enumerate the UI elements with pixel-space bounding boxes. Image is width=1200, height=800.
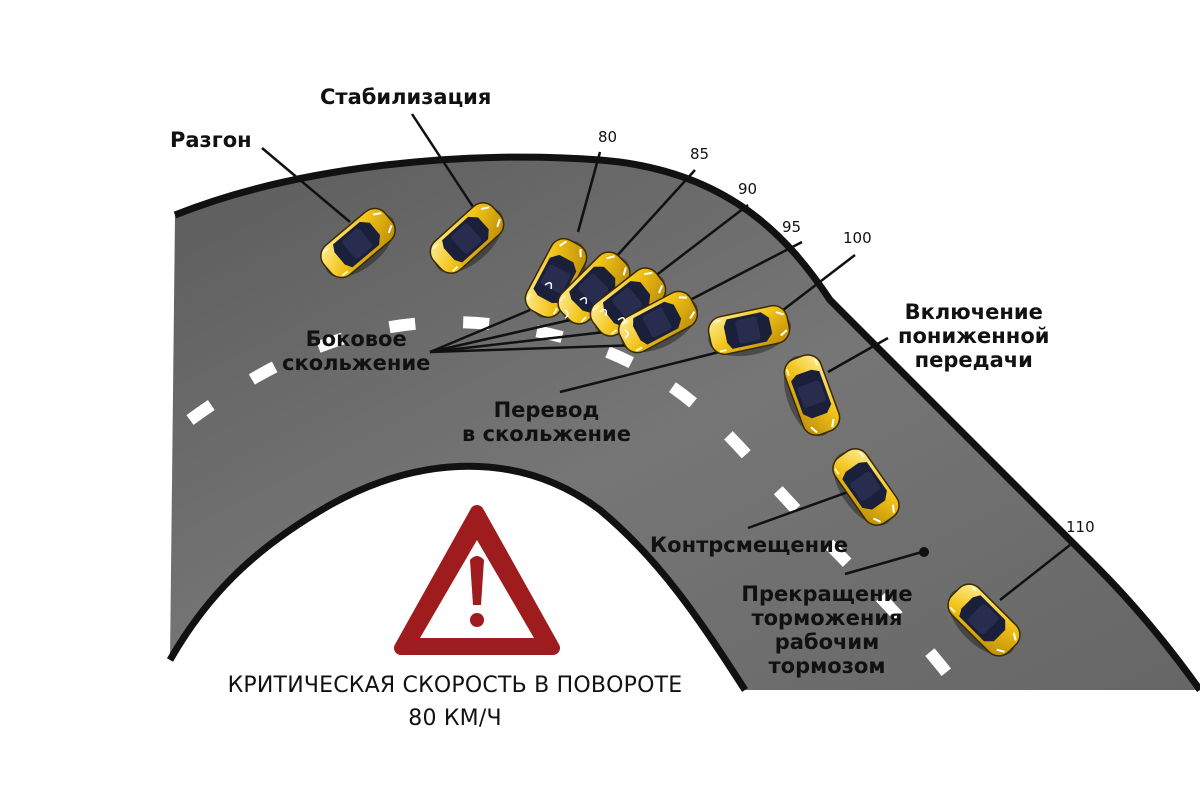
speed-110: 110: [1066, 518, 1095, 536]
speed-85: 85: [690, 145, 710, 163]
speed-80: 80: [598, 128, 618, 146]
warning-triangle-icon: [394, 505, 560, 655]
speed-100: 100: [843, 229, 872, 247]
skid-marks: [544, 282, 629, 339]
caption-speed-value: 80 КМ/Ч: [408, 706, 502, 731]
caption-critical-speed: КРИТИЧЕСКАЯ СКОРОСТЬ В ПОВОРОТЕ: [227, 673, 683, 698]
label-perevod-v-skolzhenie: Перевод в скольжение: [462, 398, 631, 446]
road-inner-edge: [166, 462, 748, 692]
speed-95: 95: [782, 218, 802, 236]
label-bokovoe-skolzhenie: Боковое скольжение: [282, 327, 431, 375]
label-stabilizatsiya: Стабилизация: [320, 85, 492, 109]
label-kontrsmeshchenie: Контрсмещение: [650, 533, 849, 557]
lane-marking: [186, 316, 965, 694]
label-vklyuchenie-ponizhennoy-peredachi: Включение пониженной передачи: [898, 300, 1050, 372]
brake-release-point-dot: [919, 547, 929, 557]
road-outer-edge: [173, 153, 1200, 693]
speed-90: 90: [738, 180, 758, 198]
leader-lines: [261, 113, 1071, 601]
label-prekrashchenie-tormozheniya: Прекращение торможения рабочим тормозом: [741, 582, 913, 678]
road: [170, 157, 1200, 690]
label-razgon: Разгон: [170, 128, 252, 152]
